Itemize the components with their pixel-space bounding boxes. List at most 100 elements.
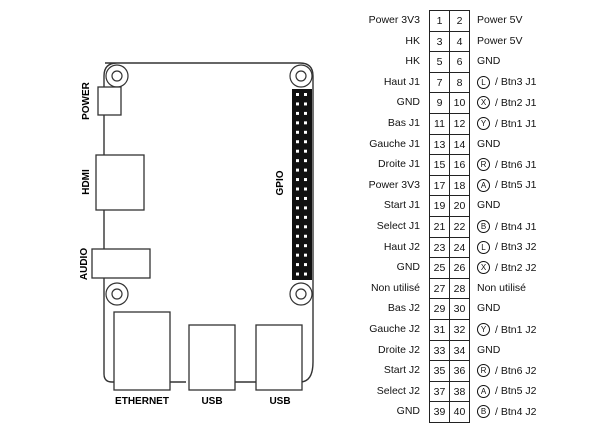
pin-right-label: GND — [477, 199, 500, 211]
pin-left-label: Bas J1 — [387, 117, 420, 129]
button-x-icon: X — [477, 96, 490, 110]
gpio-pin — [296, 178, 299, 182]
audio-label: AUDIO — [79, 248, 90, 280]
gpio-pin — [296, 130, 299, 134]
gpio-pin — [304, 234, 307, 238]
pin-number-odd: 25 — [429, 257, 450, 280]
pin-left-label: Select J2 — [376, 384, 420, 397]
gpio-pin — [304, 196, 307, 200]
pin-number-odd: 37 — [429, 380, 450, 403]
pin-left-label: Gauche J2 — [369, 323, 420, 335]
pin-left-label: Droite J2 — [377, 343, 420, 356]
pin-left-label: GND — [396, 261, 420, 274]
pin-function-text: GND — [477, 55, 501, 68]
gpio-pin — [296, 149, 299, 153]
pin-number-odd: 15 — [429, 154, 450, 177]
pin-function-text: / Btn2 J1 — [495, 96, 537, 109]
pin-right-label: X / Btn2 J1 — [477, 96, 537, 110]
pin-left-label: Gauche J1 — [369, 137, 420, 150]
pin-left-label: HK — [405, 55, 420, 68]
pin-number-odd: 21 — [429, 216, 450, 238]
hdmi-connector — [95, 154, 145, 211]
ethernet-label: ETHERNET — [115, 396, 169, 407]
gpio-pin — [304, 187, 307, 191]
mounting-hole-bottom-left — [105, 282, 129, 306]
pin-number-even: 18 — [449, 174, 470, 197]
pin-right-label: B/ Btn4 J2 — [477, 405, 537, 419]
button-y-icon: Y — [477, 323, 490, 336]
pin-right-label: Non utilisé — [477, 282, 526, 294]
pin-function-text: / Btn3 J1 — [495, 76, 537, 89]
gpio-pin — [296, 263, 299, 267]
gpio-pin — [296, 206, 299, 210]
pin-number-even: 14 — [449, 133, 470, 156]
pin-function-text: / Btn1 J2 — [495, 323, 537, 336]
pin-right-label: Y/ Btn1 J1 — [477, 117, 536, 130]
power-connector — [97, 86, 122, 116]
gpio-pin — [304, 253, 307, 257]
pin-number-odd: 27 — [429, 277, 450, 300]
pin-right-label: Power 5V — [477, 35, 523, 47]
pin-number-odd: 11 — [429, 113, 450, 135]
gpio-pin — [296, 102, 299, 106]
pin-right-label: B / Btn4 J1 — [477, 220, 536, 233]
pin-function-text: / Btn2 J2 — [495, 261, 537, 274]
gpio-pin — [304, 121, 307, 125]
pin-function-text: / Btn4 J2 — [495, 405, 537, 418]
gpio-pin — [304, 263, 307, 267]
pin-right-label: X/ Btn2 J2 — [477, 261, 537, 275]
gpio-pin — [304, 102, 307, 106]
gpio-pin — [296, 272, 299, 276]
pin-left-label: Haut J2 — [383, 240, 420, 253]
hdmi-label: HDMI — [81, 169, 92, 195]
pin-number-even: 20 — [449, 195, 470, 218]
pin-right-label: L/ Btn3 J1 — [477, 75, 537, 89]
gpio-label: GPIO — [275, 170, 286, 195]
gpio-pin — [296, 93, 299, 96]
board-diagram: POWER HDMI AUDIO GPIO ETHERNET USB USB — [79, 62, 314, 407]
gpio-pin — [304, 159, 307, 163]
usb-label-2: USB — [269, 396, 290, 407]
mounting-hole-bottom-right — [289, 282, 313, 306]
pin-number-odd: 1 — [429, 10, 450, 32]
pin-number-odd: 23 — [429, 236, 450, 259]
pin-number-even: 12 — [449, 113, 470, 135]
button-l-icon: L — [477, 240, 490, 254]
pin-left-label: Power 3V3 — [368, 178, 420, 191]
pin-right-label: R/ Btn6 J2 — [477, 364, 537, 378]
gpio-pin — [296, 187, 299, 191]
pin-function-text: / Btn6 J2 — [495, 364, 537, 377]
gpio-pin — [296, 159, 299, 163]
pin-number-even: 22 — [449, 216, 470, 238]
pin-right-label: GND — [477, 302, 500, 314]
pin-number-odd: 17 — [429, 174, 450, 197]
pin-number-odd: 29 — [429, 298, 450, 321]
usb-connector-2 — [255, 324, 303, 391]
pin-function-text: / Btn3 J2 — [495, 241, 537, 254]
pin-number-even: 6 — [449, 51, 470, 74]
gpio-pin — [304, 206, 307, 210]
gpio-pin — [296, 225, 299, 229]
pin-number-even: 30 — [449, 298, 470, 321]
pin-number-odd: 19 — [429, 195, 450, 218]
gpio-pin — [304, 272, 307, 276]
power-label: POWER — [81, 81, 92, 120]
pin-function-text: / Btn1 J1 — [495, 117, 537, 130]
gpio-pin — [304, 178, 307, 182]
pin-function-text: / Btn4 J1 — [495, 220, 537, 233]
gpio-pin — [304, 215, 307, 219]
pin-number-odd: 3 — [429, 30, 450, 53]
gpio-pin — [304, 244, 307, 248]
button-b-icon: B — [477, 220, 490, 233]
pin-left-label: Select J1 — [376, 220, 420, 232]
pin-right-label: Power 5V — [477, 14, 523, 26]
pin-number-even: 2 — [449, 10, 470, 32]
pin-number-even: 34 — [449, 339, 470, 362]
pin-number-even: 16 — [449, 154, 470, 177]
pin-left-label: Non utilisé — [370, 281, 420, 294]
gpio-pin — [304, 140, 307, 144]
pin-number-odd: 9 — [429, 92, 450, 115]
board-outline — [103, 62, 314, 383]
pin-number-odd: 5 — [429, 51, 450, 74]
